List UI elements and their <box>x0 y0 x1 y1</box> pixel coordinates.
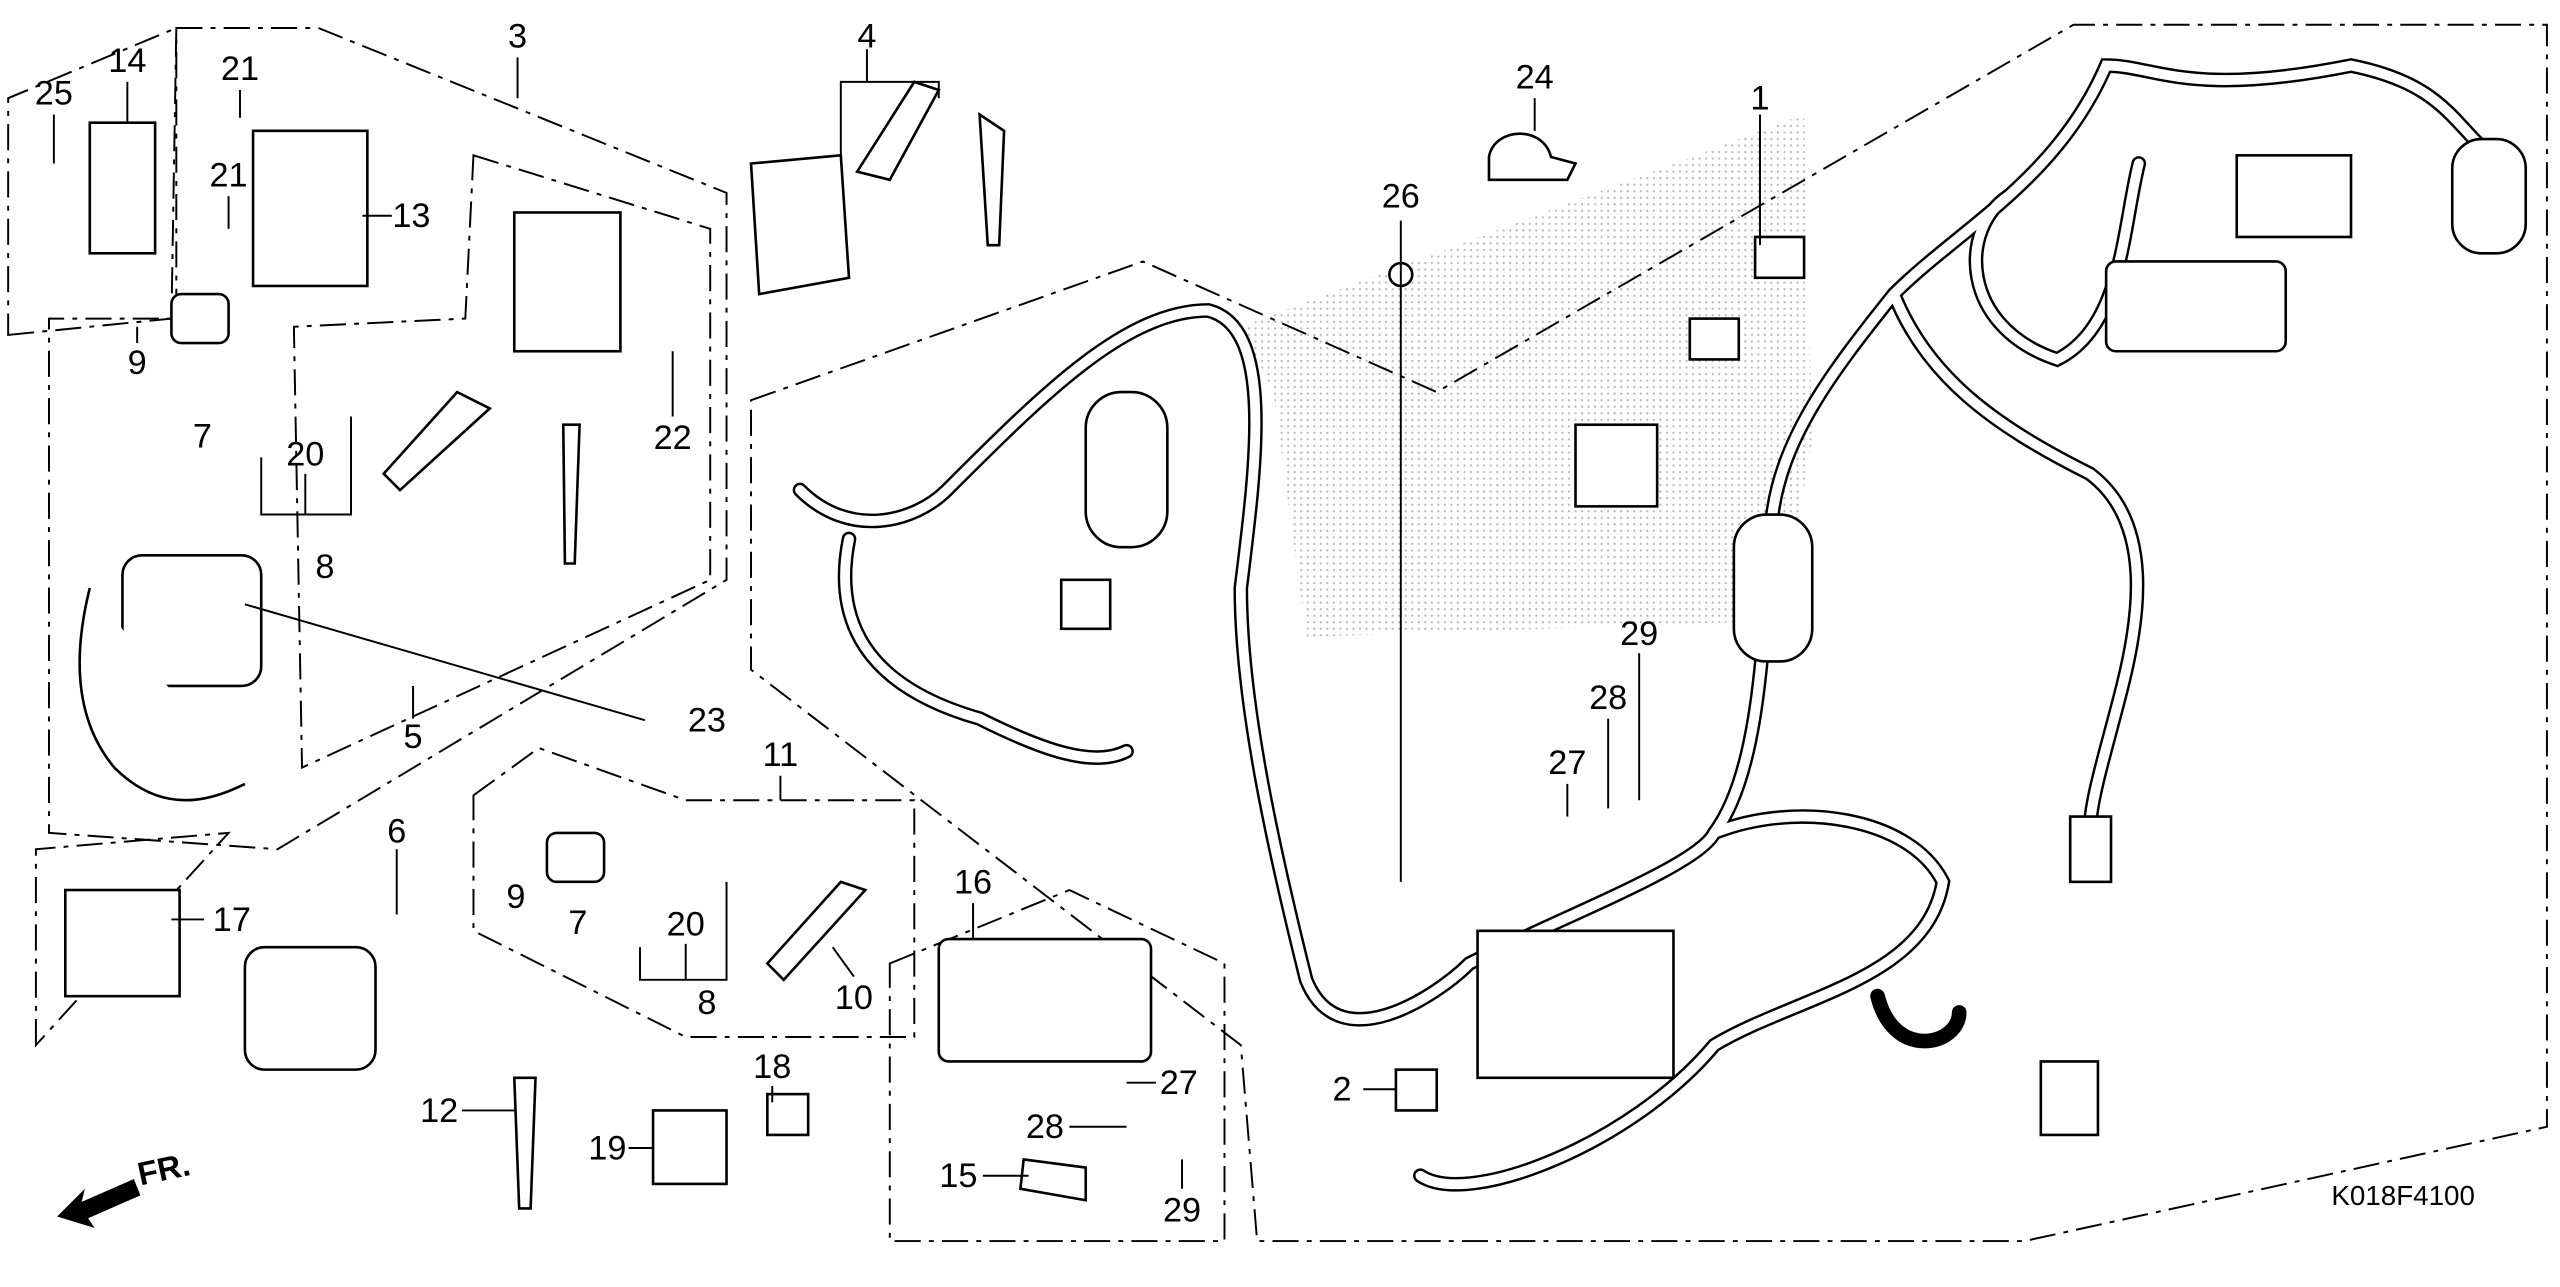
connector-b <box>1688 317 1741 361</box>
group-boundary-16 <box>888 888 1226 1243</box>
connector-a <box>1753 235 1806 280</box>
callout-16: 16 <box>954 863 992 901</box>
callout-5: 5 <box>404 718 423 756</box>
harness-parts <box>1059 132 2528 1137</box>
part-7a <box>170 292 230 345</box>
callout-28: 28 <box>1026 1108 1064 1146</box>
group-boundary-11 <box>472 746 916 1038</box>
callout-20: 20 <box>667 906 705 944</box>
callout-12: 12 <box>420 1092 458 1130</box>
callout-9: 9 <box>506 878 525 916</box>
front-direction-indicator: FR. <box>57 1145 193 1228</box>
connector-d <box>1059 578 1112 631</box>
key <box>381 390 493 492</box>
callout-27: 27 <box>1160 1064 1198 1102</box>
part-17 <box>63 888 181 998</box>
callout-10: 10 <box>835 979 873 1017</box>
connector-large <box>1574 423 1659 508</box>
part-15 <box>1018 1157 1088 1202</box>
callout-9: 9 <box>128 344 147 382</box>
callout-8: 8 <box>697 984 716 1022</box>
wire-harness <box>792 58 2489 1192</box>
part-10-key <box>765 880 868 982</box>
callout-4: 4 <box>857 18 876 56</box>
callout-11: 11 <box>763 736 799 774</box>
callout-20: 20 <box>286 436 324 474</box>
group-boundary-3 <box>48 27 728 851</box>
group-boundary-inner <box>292 154 712 770</box>
connector-c <box>2068 815 2113 884</box>
callout-24: 24 <box>1516 58 1554 96</box>
callout-8: 8 <box>315 548 334 586</box>
callout-labels: 25 14 21 21 13 3 4 24 26 1 9 7 20 8 22 5… <box>35 18 1770 1230</box>
callout-14: 14 <box>108 42 146 80</box>
condenser-left <box>1084 390 1169 549</box>
callout-21: 21 <box>210 156 248 194</box>
key-blank <box>561 423 581 565</box>
group-boundary-1 <box>750 23 2548 1243</box>
callout-21: 21 <box>221 50 259 88</box>
callout-28: 28 <box>1589 679 1627 717</box>
part-24-clip <box>1487 132 1578 182</box>
callout-1: 1 <box>1750 80 1769 118</box>
part-4-key <box>855 80 941 182</box>
front-label: FR. <box>134 1145 193 1192</box>
front-arrow-icon <box>57 1179 141 1228</box>
callout-13: 13 <box>392 197 430 235</box>
part-7b <box>545 831 606 884</box>
part-12-key <box>512 1076 537 1210</box>
callout-3: 3 <box>508 18 527 56</box>
part-4-key2 <box>978 111 1006 247</box>
part-19-relay <box>651 1109 728 1186</box>
part-4-lockset <box>749 153 851 296</box>
callout-15: 15 <box>939 1157 977 1195</box>
connector-box-top <box>2235 154 2353 239</box>
cover-boot <box>2039 1060 2100 1137</box>
callout-22: 22 <box>654 419 692 457</box>
part-6-ignition <box>243 945 377 1071</box>
part-2 <box>1394 1068 1439 1112</box>
fuse-box-main <box>1476 929 1675 1080</box>
watermark <box>1240 114 1813 637</box>
connector-box-mid <box>2104 260 2288 353</box>
condenser-mid <box>1732 513 1814 663</box>
left-parts <box>63 80 1153 1210</box>
condenser-right <box>2450 137 2528 255</box>
callout-29: 29 <box>1163 1191 1201 1229</box>
part-14-bracket <box>88 121 157 255</box>
callout-27: 27 <box>1548 744 1586 782</box>
diagram-code: K018F4100 <box>2331 1180 2475 1211</box>
callout-17: 17 <box>213 901 251 939</box>
callout-26: 26 <box>1382 178 1420 216</box>
part-16-fusebox <box>937 937 1153 1063</box>
leader-lines <box>52 49 1761 1189</box>
part-18-relay <box>766 1092 810 1137</box>
callout-2: 2 <box>1333 1071 1352 1109</box>
part-13-switch <box>251 129 369 288</box>
callout-7: 7 <box>568 904 587 942</box>
callout-23: 23 <box>688 702 726 740</box>
callout-25: 25 <box>35 75 73 113</box>
group-boundary-5 <box>7 26 178 337</box>
part-5-cable <box>78 587 246 802</box>
callout-19: 19 <box>588 1129 626 1167</box>
callout-29: 29 <box>1620 615 1658 653</box>
part-5-ignition <box>121 554 263 688</box>
callout-18: 18 <box>753 1048 791 1086</box>
callout-6: 6 <box>387 813 406 851</box>
part-cylinder <box>512 211 622 353</box>
callout-7: 7 <box>193 418 212 456</box>
